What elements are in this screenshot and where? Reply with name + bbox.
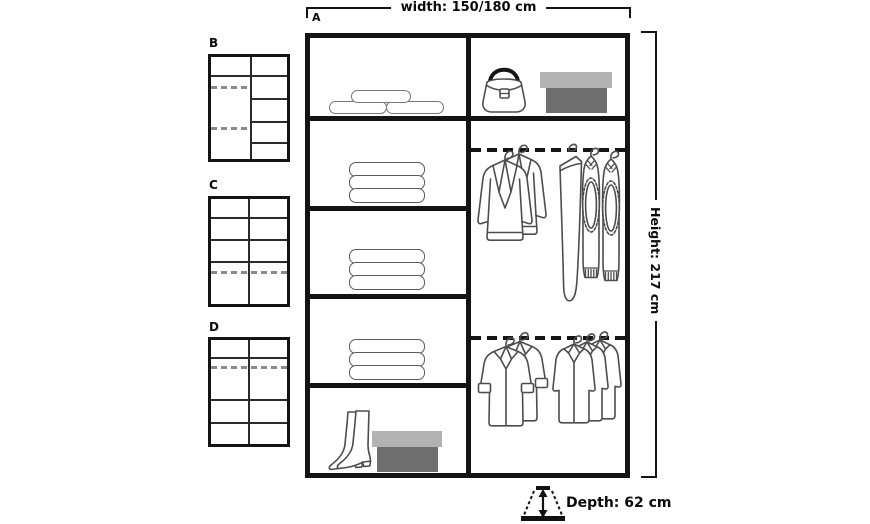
unit-b-label: B [209, 36, 219, 50]
folded-clothes-icon [349, 249, 425, 290]
divider-line [248, 340, 250, 444]
height-label: Height: 217 cm [647, 200, 664, 322]
width-measure: width: 150/180 cm [306, 0, 631, 20]
shelf-line [211, 399, 287, 401]
depth-arrow-icon [521, 486, 565, 521]
height-measure-tick-bottom [641, 476, 656, 478]
shelf-line [252, 142, 287, 144]
dashed-line [211, 86, 250, 89]
sweater-icon [581, 147, 621, 282]
divider-line [250, 57, 252, 159]
duvet [386, 101, 444, 114]
jacket-icon [477, 144, 547, 241]
shelf-line [211, 75, 250, 77]
shelf-divider [310, 294, 466, 299]
divider-line [248, 199, 250, 304]
boots-icon [328, 410, 372, 471]
trousers-icon [559, 143, 583, 302]
width-measure-tick-right [629, 7, 631, 18]
wardrobe-frame [305, 33, 630, 478]
box-body [377, 447, 438, 472]
unit-d-label: D [209, 320, 219, 334]
shelf-line [211, 357, 287, 359]
top-shelf-divider [310, 116, 625, 121]
coat-icon [477, 331, 549, 427]
width-measure-tick-left [306, 7, 308, 18]
dashed-line [211, 127, 250, 130]
shelf-line [211, 422, 287, 424]
height-measure-tick-top [641, 31, 656, 33]
center-divider [466, 38, 471, 473]
dashed-line [211, 271, 287, 274]
shirt-icon [552, 331, 622, 424]
dashed-line [211, 366, 287, 369]
handbag-icon [482, 67, 526, 113]
box-lid [372, 431, 442, 447]
shelf-line [211, 261, 287, 263]
folded-clothes-icon [349, 339, 425, 380]
shelf-line [211, 239, 287, 241]
shelf-line [252, 98, 287, 100]
shelf-line [211, 217, 287, 219]
unit-a-label: A [312, 11, 321, 24]
hanging-rail-upper [471, 148, 625, 152]
box-lid [540, 72, 612, 88]
width-label: width: 150/180 cm [390, 0, 547, 15]
variant-d-box [208, 337, 290, 447]
shelf-line [252, 121, 287, 123]
variant-c-box [208, 196, 290, 307]
unit-c-label: C [209, 178, 218, 192]
shelf-divider [310, 383, 466, 388]
shelf-line [252, 75, 287, 77]
box-body [546, 88, 607, 113]
height-measure: Height: 217 cm [638, 28, 678, 484]
width-label-wrap: width: 150/180 cm [306, 0, 631, 15]
folded-clothes-icon [349, 162, 425, 203]
duvet [351, 90, 411, 103]
hanging-rail-lower [471, 336, 625, 340]
trousers-and-sweaters [559, 143, 621, 302]
depth-label: Depth: 62 cm [566, 495, 672, 511]
variant-b-box [208, 54, 290, 162]
shelf-divider [310, 206, 466, 211]
